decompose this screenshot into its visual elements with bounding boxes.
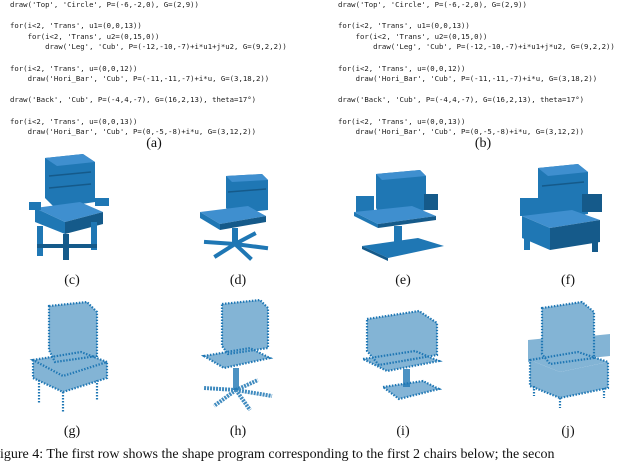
label-g: (g) <box>63 424 81 439</box>
shape-program-a: draw('Top', 'Circle', P=(-6,-2,0), G=(2,… <box>10 0 287 137</box>
point-cloud-armchair-i <box>359 309 443 401</box>
shape-program-b: draw('Top', 'Circle', P=(-6,-2,0), G=(2,… <box>338 0 615 137</box>
label-d: (d) <box>229 273 247 288</box>
voxel-armchair-c <box>29 154 109 260</box>
voxel-office-chair-d <box>200 174 269 261</box>
point-cloud-armchair-g <box>29 300 111 412</box>
label-i: (i) <box>396 424 410 439</box>
point-cloud-office-chair-h <box>200 298 274 412</box>
voxel-armchair-e <box>354 170 444 261</box>
label-e: (e) <box>395 273 411 288</box>
label-h: (h) <box>229 424 247 439</box>
label-b: (b) <box>474 136 492 151</box>
point-cloud-armchair-j <box>528 300 610 408</box>
figure-caption: igure 4: The first row shows the shape p… <box>0 447 555 462</box>
label-f: (f) <box>561 273 575 288</box>
voxel-armchair-f <box>520 164 602 252</box>
label-a: (a) <box>146 136 162 151</box>
label-c: (c) <box>64 273 80 288</box>
label-j: (j) <box>561 424 575 439</box>
